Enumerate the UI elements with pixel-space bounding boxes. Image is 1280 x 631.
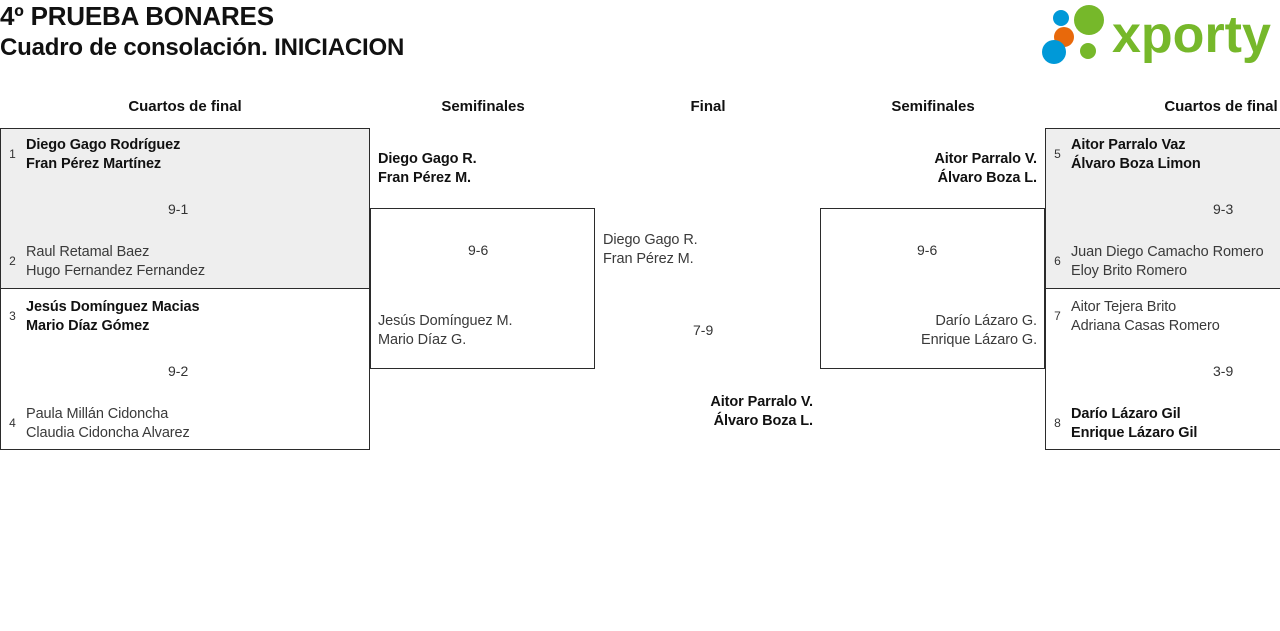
player-name: Fran Pérez Martínez: [26, 156, 162, 172]
player-name: Diego Gago Rodríguez: [26, 137, 181, 153]
column-header-sf-left: Semifinales: [441, 98, 525, 115]
sf-right-team-top[interactable]: Aitor Parralo V. Álvaro Boza L.: [827, 150, 1037, 188]
qf4-names-bottom: Darío Lázaro Gil Enrique Lázaro Gil: [1071, 405, 1197, 443]
qf2-names-bottom: Paula Millán Cidoncha Claudia Cidoncha A…: [26, 405, 190, 443]
column-header-qf-right: Cuartos de final: [1164, 98, 1278, 115]
final-names-bottom: Aitor Parralo V. Álvaro Boza L.: [710, 393, 813, 431]
sf-right-team-bottom[interactable]: Darío Lázaro G. Enrique Lázaro G.: [827, 312, 1037, 350]
xporty-logo[interactable]: xporty: [1040, 2, 1272, 64]
player-name: Enrique Lázaro G.: [921, 332, 1037, 348]
player-name: Darío Lázaro G.: [935, 313, 1037, 329]
qf3-seed-top: 5: [1054, 147, 1061, 161]
player-name: Jesús Domínguez M.: [378, 313, 513, 329]
final-team-bottom[interactable]: Aitor Parralo V. Álvaro Boza L.: [603, 393, 813, 431]
qf3-score: 9-3: [1213, 201, 1234, 217]
sf-right-names-top: Aitor Parralo V. Álvaro Boza L.: [934, 150, 1037, 188]
match-box-qf3[interactable]: [1045, 128, 1280, 289]
page-title: 4º PRUEBA BONARES Cuadro de consolación.…: [0, 0, 404, 64]
qf4-seed-bottom: 8: [1054, 416, 1061, 430]
player-name: Jesús Domínguez Macias: [26, 299, 200, 315]
match-box-qf4[interactable]: [1045, 288, 1280, 450]
final-team-top[interactable]: Diego Gago R. Fran Pérez M.: [603, 231, 698, 269]
sf-right-names-bottom: Darío Lázaro G. Enrique Lázaro G.: [921, 312, 1037, 350]
qf1-seed-bottom: 2: [9, 254, 16, 268]
qf3-names-bottom: Juan Diego Camacho Romero Eloy Brito Rom…: [1071, 243, 1264, 281]
xporty-logo-svg: xporty: [1042, 5, 1271, 64]
sf-left-names-bottom: Jesús Domínguez M. Mario Díaz G.: [378, 312, 513, 350]
sf-left-team-top[interactable]: Diego Gago R. Fran Pérez M.: [378, 150, 477, 188]
match-box-qf2[interactable]: [0, 288, 370, 450]
qf1-team-bottom[interactable]: 2 Raul Retamal Baez Hugo Fernandez Ferna…: [8, 243, 205, 281]
qf2-seed-top: 3: [9, 309, 16, 323]
match-box-sf-left[interactable]: [370, 208, 595, 369]
qf1-team-top[interactable]: 1 Diego Gago Rodríguez Fran Pérez Martín…: [8, 136, 180, 174]
qf4-names-top: Aitor Tejera Brito Adriana Casas Romero: [1071, 298, 1220, 336]
player-name: Paula Millán Cidoncha: [26, 406, 169, 422]
player-name: Claudia Cidoncha Alvarez: [26, 425, 190, 441]
match-box-qf1[interactable]: [0, 128, 370, 289]
qf4-seed-top: 7: [1054, 309, 1061, 323]
qf2-team-bottom[interactable]: 4 Paula Millán Cidoncha Claudia Cidoncha…: [8, 405, 190, 443]
qf2-names-top: Jesús Domínguez Macias Mario Díaz Gómez: [26, 298, 200, 336]
sf-left-score: 9-6: [468, 242, 489, 258]
qf3-team-bottom[interactable]: 6 Juan Diego Camacho Romero Eloy Brito R…: [1053, 243, 1264, 281]
qf2-seed-bottom: 4: [9, 416, 16, 430]
player-name: Álvaro Boza L.: [937, 170, 1037, 186]
player-name: Diego Gago R.: [603, 232, 698, 248]
qf1-names-top: Diego Gago Rodríguez Fran Pérez Martínez: [26, 136, 180, 174]
player-name: Juan Diego Camacho Romero: [1071, 244, 1264, 260]
player-name: Mario Díaz G.: [378, 332, 467, 348]
qf1-seed-top: 1: [9, 147, 16, 161]
player-name: Fran Pérez M.: [378, 170, 471, 186]
logo-dot-blue-small: [1053, 10, 1069, 26]
match-box-sf-right[interactable]: [820, 208, 1045, 369]
qf3-names-top: Aitor Parralo Vaz Álvaro Boza Limon: [1071, 136, 1201, 174]
player-name: Mario Díaz Gómez: [26, 318, 150, 334]
player-name: Álvaro Boza L.: [713, 413, 813, 429]
qf1-score: 9-1: [168, 201, 189, 217]
qf3-seed-bottom: 6: [1054, 254, 1061, 268]
player-name: Álvaro Boza Limon: [1071, 156, 1201, 172]
logo-wordmark: xporty: [1112, 6, 1271, 64]
qf4-team-top[interactable]: 7 Aitor Tejera Brito Adriana Casas Romer…: [1053, 298, 1220, 336]
column-header-qf-left: Cuartos de final: [128, 98, 242, 115]
logo-dot-blue-large: [1042, 40, 1066, 64]
player-name: Aitor Parralo Vaz: [1071, 137, 1186, 153]
player-name: Hugo Fernandez Fernandez: [26, 263, 205, 279]
qf1-names-bottom: Raul Retamal Baez Hugo Fernandez Fernand…: [26, 243, 205, 281]
column-header-sf-right: Semifinales: [891, 98, 975, 115]
player-name: Darío Lázaro Gil: [1071, 406, 1181, 422]
player-name: Adriana Casas Romero: [1071, 318, 1220, 334]
sf-left-names-top: Diego Gago R. Fran Pérez M.: [378, 150, 477, 188]
sf-right-score: 9-6: [917, 242, 938, 258]
tournament-name: 4º PRUEBA BONARES: [0, 1, 274, 31]
player-name: Fran Pérez M.: [603, 251, 694, 267]
qf4-score: 3-9: [1213, 363, 1234, 379]
player-name: Raul Retamal Baez: [26, 244, 150, 260]
logo-dot-green-large: [1074, 5, 1104, 35]
player-name: Aitor Tejera Brito: [1071, 299, 1177, 315]
qf4-team-bottom[interactable]: 8 Darío Lázaro Gil Enrique Lázaro Gil: [1053, 405, 1197, 443]
player-name: Enrique Lázaro Gil: [1071, 425, 1198, 441]
column-header-final: Final: [690, 98, 726, 115]
player-name: Aitor Parralo V.: [934, 151, 1037, 167]
logo-dot-green-small: [1080, 43, 1096, 59]
tournament-subtitle: Cuadro de consolación. INICIACION: [0, 34, 405, 61]
final-score: 7-9: [693, 322, 714, 338]
sf-left-team-bottom[interactable]: Jesús Domínguez M. Mario Díaz G.: [378, 312, 513, 350]
qf2-team-top[interactable]: 3 Jesús Domínguez Macias Mario Díaz Góme…: [8, 298, 199, 336]
qf2-score: 9-2: [168, 363, 189, 379]
player-name: Eloy Brito Romero: [1071, 263, 1187, 279]
qf3-team-top[interactable]: 5 Aitor Parralo Vaz Álvaro Boza Limon: [1053, 136, 1201, 174]
player-name: Diego Gago R.: [378, 151, 477, 167]
player-name: Aitor Parralo V.: [710, 394, 813, 410]
final-names-top: Diego Gago R. Fran Pérez M.: [603, 231, 698, 269]
